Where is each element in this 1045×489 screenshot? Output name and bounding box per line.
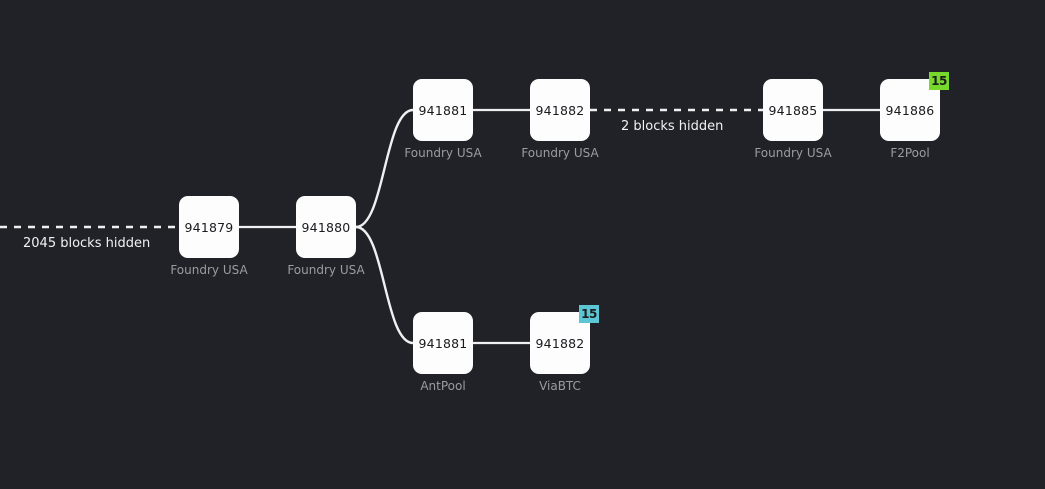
block-node-941882[interactable]: 941882 bbox=[530, 312, 590, 374]
miner-label-941880: Foundry USA bbox=[287, 263, 365, 277]
miner-label-941882: ViaBTC bbox=[539, 379, 581, 393]
hidden-top-label: 2 blocks hidden bbox=[621, 119, 724, 134]
miner-label-941881: Foundry USA bbox=[404, 146, 482, 160]
miner-label-941885: Foundry USA bbox=[754, 146, 832, 160]
miner-label-941881: AntPool bbox=[420, 379, 466, 393]
block-count-badge[interactable]: 15 bbox=[929, 72, 949, 90]
block-node-941879[interactable]: 941879 bbox=[179, 196, 239, 258]
block-count-badge[interactable]: 15 bbox=[579, 305, 599, 323]
miner-label-941882: Foundry USA bbox=[521, 146, 599, 160]
block-node-941881[interactable]: 941881 bbox=[413, 79, 473, 141]
block-height-label: 941885 bbox=[768, 102, 818, 118]
block-height-label: 941882 bbox=[535, 102, 585, 118]
block-height-label: 941882 bbox=[535, 335, 585, 351]
block-node-941882[interactable]: 941882 bbox=[530, 79, 590, 141]
block-node-941880[interactable]: 941880 bbox=[296, 196, 356, 258]
miner-label-941886: F2Pool bbox=[890, 146, 930, 160]
block-node-941885[interactable]: 941885 bbox=[763, 79, 823, 141]
block-height-label: 941881 bbox=[418, 102, 468, 118]
edge-941880-941881a bbox=[355, 108, 414, 229]
miner-label-941879: Foundry USA bbox=[170, 263, 248, 277]
hidden-main-label: 2045 blocks hidden bbox=[23, 236, 151, 251]
block-height-label: 941886 bbox=[885, 102, 935, 118]
block-height-label: 941880 bbox=[301, 219, 351, 235]
block-height-label: 941881 bbox=[418, 335, 468, 351]
edge-941880-941881b bbox=[355, 225, 414, 345]
block-node-941881[interactable]: 941881 bbox=[413, 312, 473, 374]
block-height-label: 941879 bbox=[184, 219, 234, 235]
